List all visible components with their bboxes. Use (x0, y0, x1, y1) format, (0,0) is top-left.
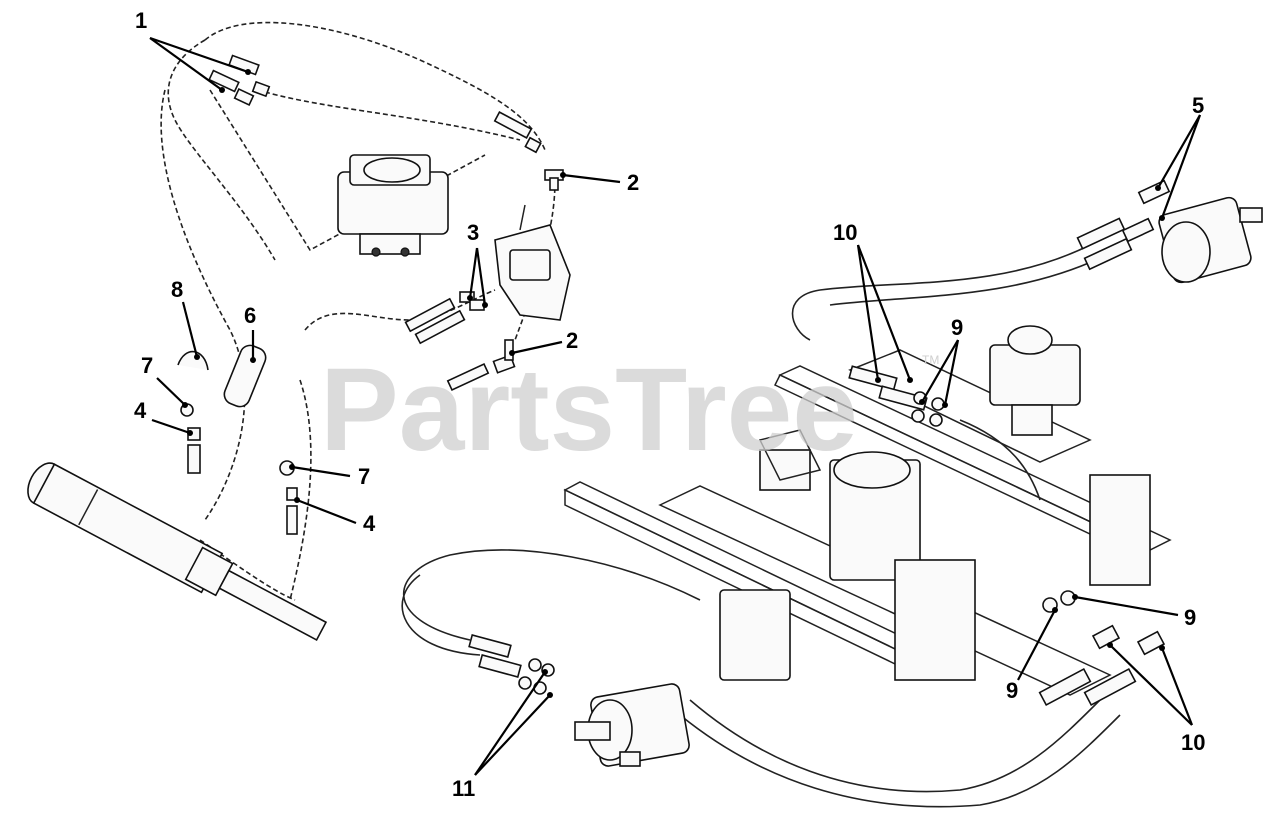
callout-7-left: 7 (141, 353, 153, 378)
callout-10-upper: 10 (833, 220, 857, 245)
callout-4-right: 4 (363, 511, 376, 536)
callout-leaders (149, 36, 1202, 776)
small-parts (177, 344, 298, 535)
hydraulic-cylinder (27, 462, 328, 641)
watermark-trademark: TM (922, 353, 939, 367)
sleeve-6 (223, 344, 267, 408)
bracket-right (1089, 474, 1151, 586)
pump-block (337, 154, 449, 257)
callout-7-right: 7 (358, 464, 370, 489)
callout-2-upper: 2 (627, 170, 639, 195)
right-hoses (401, 179, 1171, 808)
callout-10-lower: 10 (1181, 730, 1205, 755)
chassis-frame (563, 325, 1172, 696)
callout-arrowheads (182, 69, 1165, 698)
wheel-motor-right (1158, 196, 1263, 284)
hose-loop-upper-left-outer (264, 91, 521, 141)
fittings-mid (404, 291, 516, 392)
tube-4b (286, 505, 298, 535)
transmission (894, 559, 976, 681)
hose-down-to-cylinder (289, 379, 312, 601)
hose-left-down (167, 39, 276, 261)
upper-left-components (27, 54, 571, 641)
fittings-top (208, 54, 564, 191)
fitting-4b (286, 487, 298, 501)
hose-lines (160, 21, 556, 601)
hose-rear-loop (402, 549, 701, 641)
hose-loop-upper-left (204, 21, 546, 151)
wheel-motor-left (574, 683, 690, 767)
watermark-text: PartsTree (320, 344, 858, 476)
callout-9-right: 9 (1184, 605, 1196, 630)
callout-5: 5 (1192, 93, 1204, 118)
callout-4-left: 4 (134, 398, 147, 423)
clamp-8 (177, 350, 209, 371)
callout-3: 3 (467, 220, 479, 245)
callout-9-upper: 9 (951, 315, 963, 340)
callout-8: 8 (171, 277, 183, 302)
hose-loop-lower (160, 89, 246, 521)
callout-6: 6 (244, 303, 256, 328)
callout-11: 11 (452, 776, 475, 801)
callout-2-lower: 2 (566, 328, 578, 353)
tube-4a (187, 444, 201, 474)
callout-1: 1 (135, 8, 147, 33)
control-valve (494, 204, 571, 321)
callout-9-lower: 9 (1006, 678, 1018, 703)
callout-labels: 1 2 2 3 4 4 5 6 7 7 8 9 9 9 10 10 11 (134, 8, 1205, 801)
